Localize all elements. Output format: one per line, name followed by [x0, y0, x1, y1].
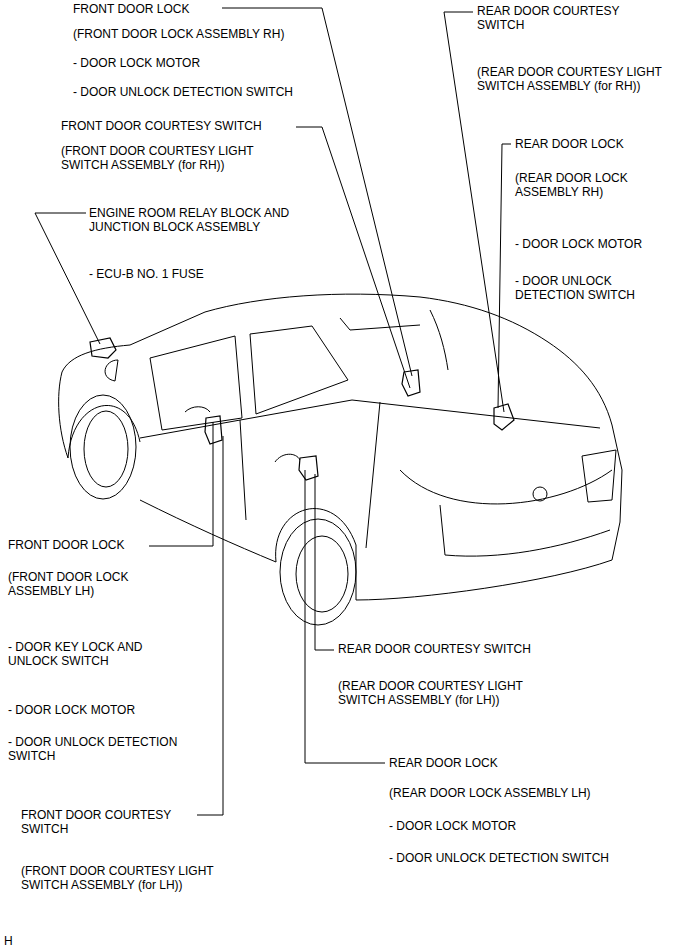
part-label: FRONT DOOR COURTESY SWITCH	[21, 808, 186, 836]
part-label: - DOOR LOCK MOTOR	[389, 819, 639, 833]
part-label: - DOOR LOCK MOTOR	[515, 237, 680, 251]
figure-code: H	[4, 934, 34, 948]
part-label: - DOOR UNLOCK DETECTION SWITCH	[389, 851, 669, 865]
part-label: (FRONT DOOR LOCK ASSEMBLY RH)	[73, 27, 333, 41]
part-label: (FRONT DOOR LOCK ASSEMBLY LH)	[8, 570, 143, 598]
part-label: (REAR DOOR COURTESY LIGHT SWITCH ASSEMBL…	[477, 65, 677, 93]
part-label: (REAR DOOR LOCK ASSEMBLY RH)	[515, 171, 640, 199]
part-label: - DOOR UNLOCK DETECTION SWITCH	[8, 735, 193, 763]
part-label: - DOOR LOCK MOTOR	[73, 56, 333, 70]
part-label: ENGINE ROOM RELAY BLOCK AND JUNCTION BLO…	[89, 206, 304, 234]
part-label: FRONT DOOR COURTESY SWITCH	[61, 119, 291, 133]
part-label: FRONT DOOR LOCK	[73, 2, 333, 16]
part-label: REAR DOOR COURTESY SWITCH	[338, 642, 578, 656]
part-label: - DOOR UNLOCK DETECTION SWITCH	[515, 274, 650, 302]
part-label: REAR DOOR LOCK	[515, 137, 675, 151]
part-label: REAR DOOR COURTESY SWITCH	[477, 4, 627, 32]
part-label: REAR DOOR LOCK	[389, 756, 589, 770]
part-label: (REAR DOOR LOCK ASSEMBLY LH)	[389, 786, 639, 800]
part-label: - DOOR KEY LOCK AND UNLOCK SWITCH	[8, 640, 163, 668]
part-label: (FRONT DOOR COURTESY LIGHT SWITCH ASSEMB…	[61, 144, 266, 172]
part-label: FRONT DOOR LOCK	[8, 538, 188, 552]
part-label: (REAR DOOR COURTESY LIGHT SWITCH ASSEMBL…	[338, 679, 543, 707]
part-label: - DOOR LOCK MOTOR	[8, 703, 188, 717]
part-label: (FRONT DOOR COURTESY LIGHT SWITCH ASSEMB…	[21, 864, 226, 892]
part-label: - DOOR UNLOCK DETECTION SWITCH	[73, 85, 333, 99]
part-label: - ECU-B NO. 1 FUSE	[89, 267, 289, 281]
